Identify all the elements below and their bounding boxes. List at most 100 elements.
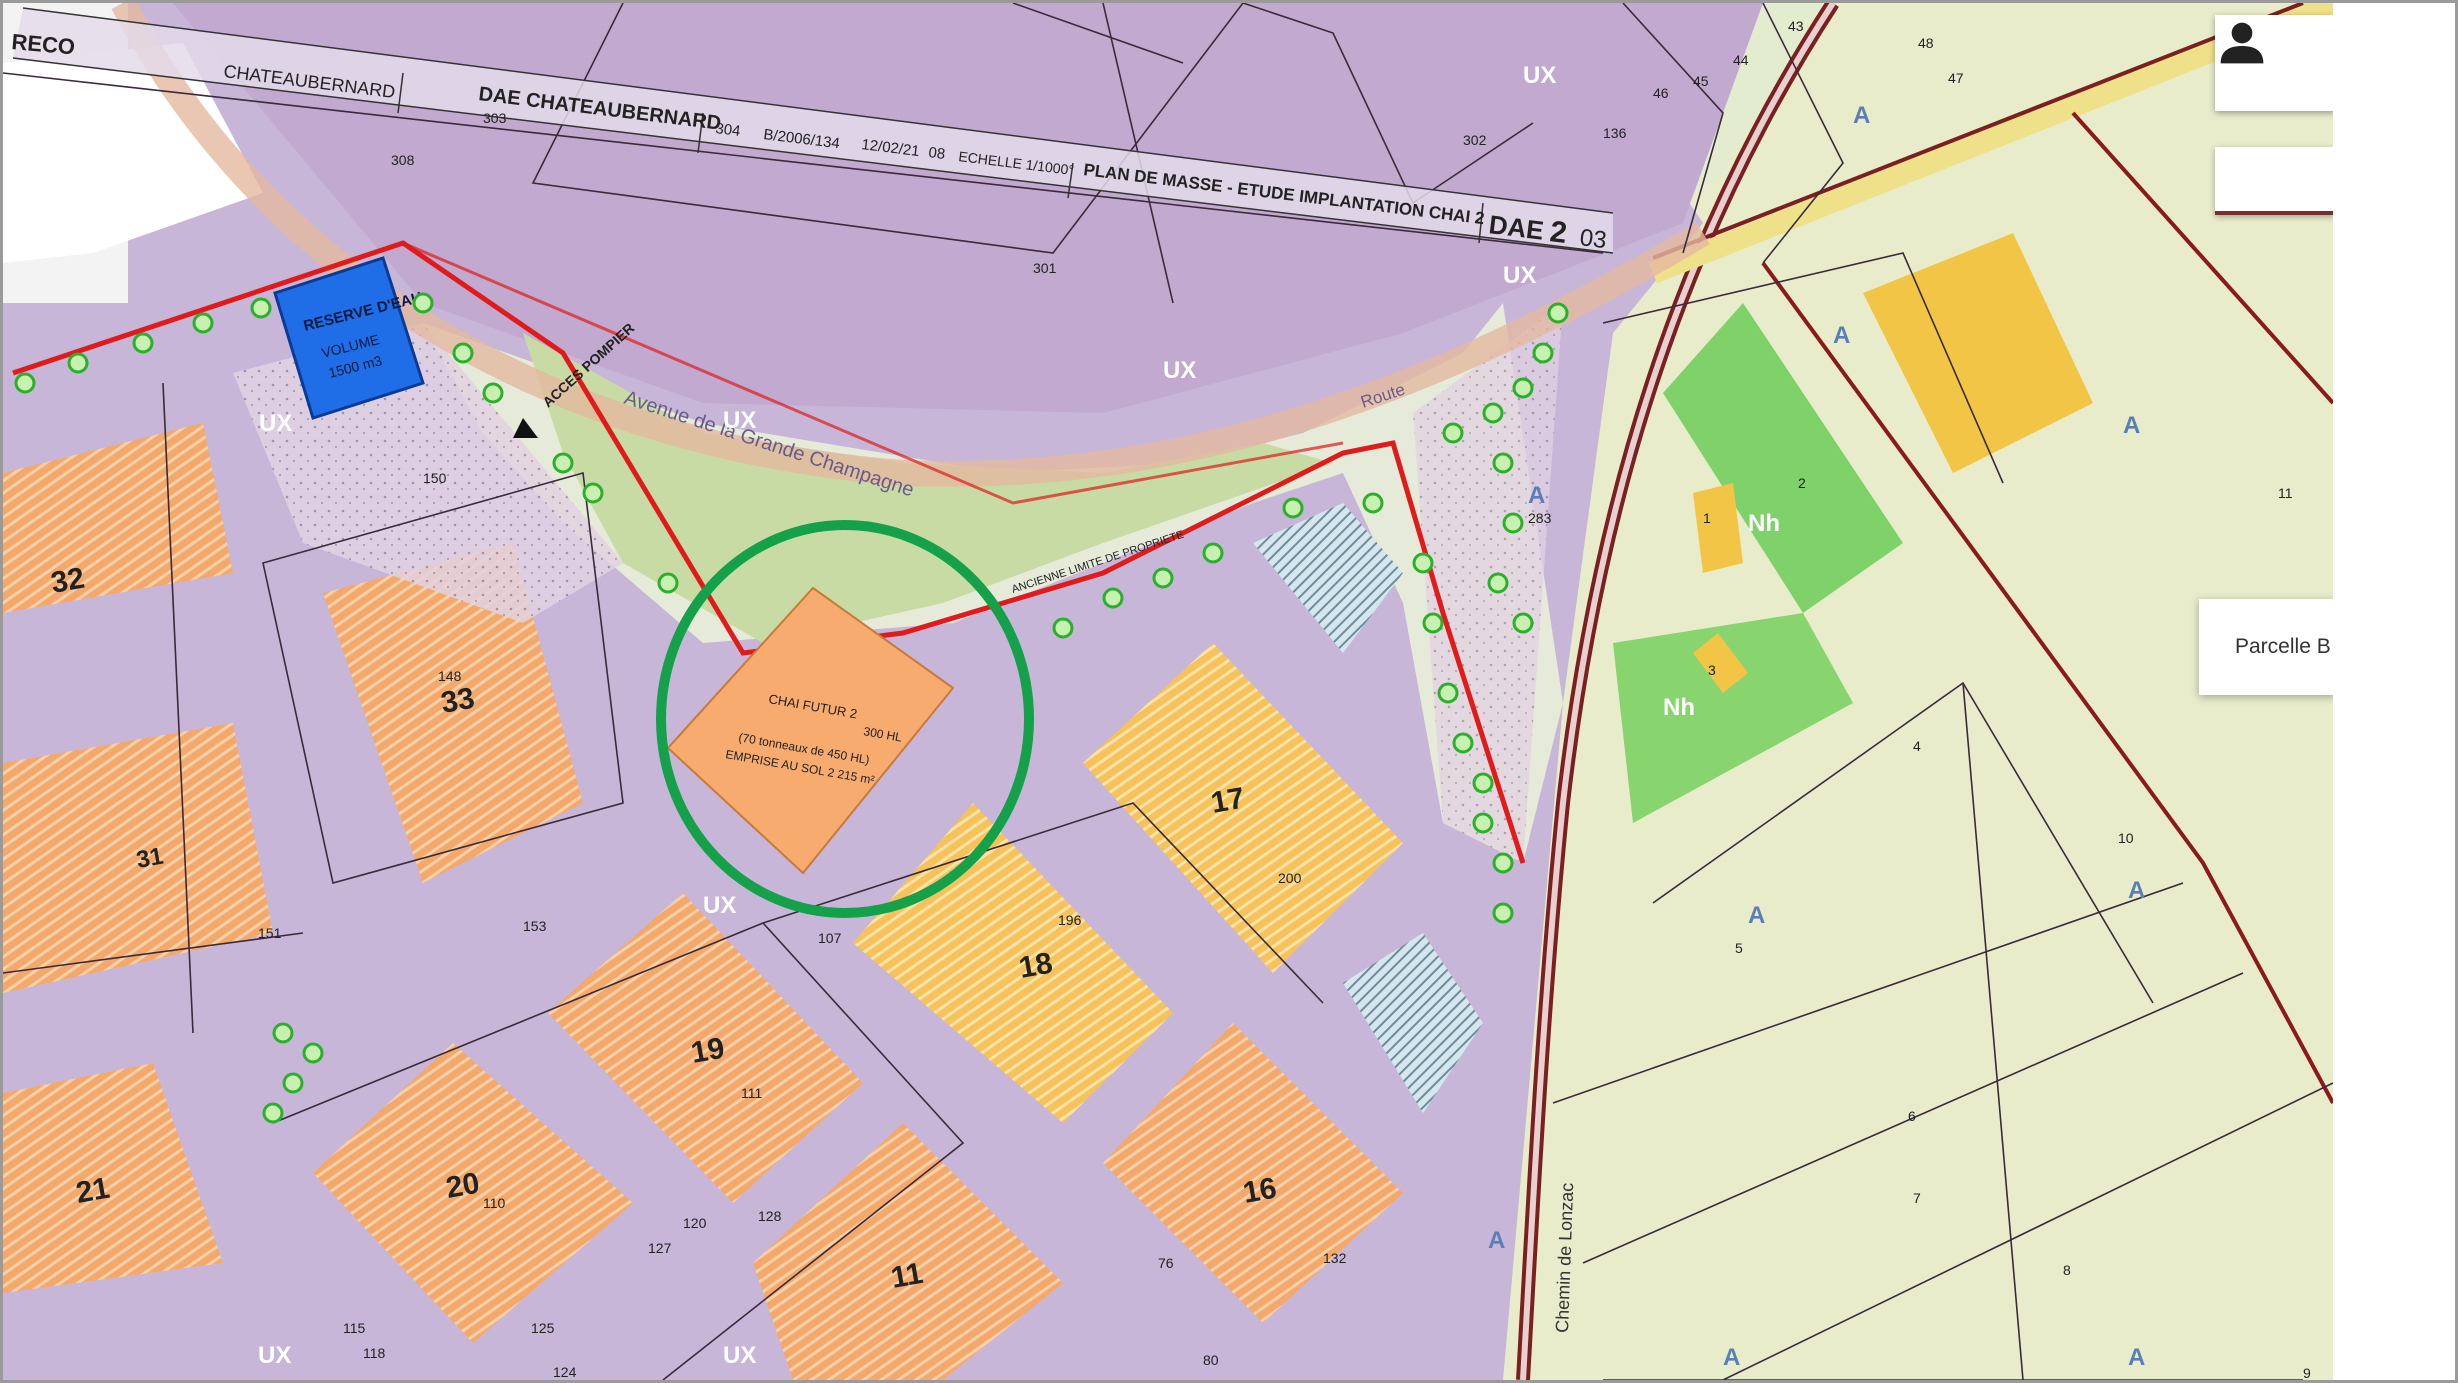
zone-ux-8: UX bbox=[723, 1342, 756, 1369]
zone-a-4: A bbox=[1528, 482, 1545, 509]
svg-text:128: 128 bbox=[758, 1208, 782, 1224]
zone-ux-1: UX bbox=[1523, 62, 1556, 89]
lot-21 bbox=[3, 1063, 223, 1293]
zone-a-1: A bbox=[1853, 102, 1870, 129]
svg-text:110: 110 bbox=[483, 1195, 506, 1211]
zone-ux-6: UX bbox=[703, 892, 736, 919]
doc-code: DAE bbox=[1487, 209, 1545, 245]
zone-a-5: A bbox=[1748, 902, 1765, 929]
lot-label-17: 17 bbox=[1208, 782, 1247, 820]
reserve-eau-tank bbox=[273, 256, 425, 420]
svg-text:150: 150 bbox=[423, 470, 447, 486]
svg-text:7: 7 bbox=[1913, 1190, 1921, 1206]
svg-text:48: 48 bbox=[1918, 35, 1934, 51]
svg-text:301: 301 bbox=[1033, 260, 1057, 276]
svg-text:6: 6 bbox=[1908, 1108, 1916, 1124]
lot-20 bbox=[313, 1043, 633, 1343]
zone-a-7: A bbox=[1488, 1227, 1505, 1254]
svg-text:5: 5 bbox=[1735, 940, 1743, 956]
lot-17 bbox=[1083, 643, 1403, 973]
svg-text:125: 125 bbox=[531, 1320, 555, 1336]
svg-text:127: 127 bbox=[648, 1240, 672, 1256]
side-panel-header[interactable] bbox=[2215, 147, 2333, 215]
svg-text:9: 9 bbox=[2303, 1365, 2311, 1380]
lot-label-16: 16 bbox=[1240, 1172, 1279, 1210]
parcel-popup-label: Parcelle B bbox=[2235, 635, 2331, 658]
zone-ux-4: UX bbox=[259, 410, 292, 437]
svg-text:4: 4 bbox=[1913, 738, 1921, 754]
highlight-circle bbox=[656, 520, 1034, 918]
svg-text:153: 153 bbox=[523, 918, 547, 934]
zone-nh-1: Nh bbox=[1748, 510, 1780, 537]
map-viewport[interactable]: RECO CHATEAUBERNARD DAE CHATEAUBERNARD 3… bbox=[3, 3, 2333, 1380]
zone-labels: UX UX UX UX UX UX UX UX bbox=[258, 62, 1556, 1369]
lot-19 bbox=[548, 893, 863, 1203]
svg-text:111: 111 bbox=[741, 1085, 762, 1101]
ref-number: 304 bbox=[715, 120, 742, 140]
svg-text:2: 2 bbox=[1798, 475, 1806, 491]
lot-11 bbox=[753, 1123, 1063, 1380]
svg-text:303: 303 bbox=[483, 110, 507, 126]
zone-boundary-east-2 bbox=[2071, 111, 2333, 405]
nh-zone-1 bbox=[1663, 303, 1903, 613]
zone-ux-2: UX bbox=[1503, 262, 1536, 289]
doc-number: 2 bbox=[1548, 215, 1569, 250]
tree-symbols bbox=[14, 292, 1569, 1124]
lot-label-18: 18 bbox=[1016, 947, 1055, 985]
building-nh-2 bbox=[1693, 633, 1748, 693]
lot-label-11: 11 bbox=[888, 1257, 925, 1295]
svg-text:1: 1 bbox=[1703, 510, 1711, 526]
svg-text:136: 136 bbox=[1603, 125, 1627, 141]
lot-32 bbox=[3, 423, 233, 613]
svg-text:151: 151 bbox=[258, 925, 282, 941]
svg-text:10: 10 bbox=[2118, 830, 2134, 846]
building-nh-1 bbox=[1693, 483, 1743, 573]
white-building-nw bbox=[3, 43, 263, 263]
property-boundary bbox=[12, 240, 1526, 864]
svg-text:46: 46 bbox=[1653, 85, 1669, 101]
zone-nh-labels: Nh Nh bbox=[1663, 510, 1780, 721]
svg-text:283: 283 bbox=[1528, 510, 1552, 526]
svg-text:196: 196 bbox=[1058, 912, 1082, 928]
zone-ux-5: UX bbox=[723, 407, 756, 434]
plan-title-block bbox=[12, 7, 1614, 254]
zone-a-3: A bbox=[2123, 412, 2140, 439]
svg-text:148: 148 bbox=[438, 668, 462, 684]
zone-a-8: A bbox=[1723, 1344, 1740, 1371]
svg-text:8: 8 bbox=[2063, 1262, 2071, 1278]
plan-date: 12/02/21 bbox=[861, 136, 921, 160]
zone-boundary-east bbox=[1761, 261, 2333, 1104]
svg-text:124: 124 bbox=[553, 1364, 577, 1380]
zone-ux-3: UX bbox=[1163, 357, 1196, 384]
svg-text:43: 43 bbox=[1788, 18, 1804, 34]
lot-16 bbox=[1103, 1023, 1403, 1323]
zone-a-labels: A A A A A A A A A bbox=[1488, 102, 2145, 1371]
svg-text:44: 44 bbox=[1733, 52, 1749, 68]
parcel-popup[interactable]: Parcelle B bbox=[2199, 599, 2333, 695]
doc-index: 03 bbox=[1578, 224, 1608, 254]
chai-futur-2 bbox=[666, 586, 955, 875]
railway-inner bbox=[1520, 3, 1836, 1380]
svg-text:76: 76 bbox=[1158, 1255, 1174, 1271]
parcel-number-labels: 301 302 303 308 150 148 153 151 107 120 … bbox=[258, 18, 2311, 1380]
lot-label-31: 31 bbox=[134, 843, 165, 874]
svg-text:115: 115 bbox=[343, 1320, 366, 1336]
user-account-button[interactable] bbox=[2215, 15, 2333, 111]
user-icon bbox=[2220, 22, 2264, 64]
property-boundary-2 bbox=[402, 241, 1344, 505]
cadastral-map[interactable]: RECO CHATEAUBERNARD DAE CHATEAUBERNARD 3… bbox=[3, 3, 2333, 1380]
svg-text:132: 132 bbox=[1323, 1250, 1347, 1266]
zone-ux-7: UX bbox=[258, 1342, 291, 1369]
svg-text:120: 120 bbox=[683, 1215, 707, 1231]
svg-text:107: 107 bbox=[818, 930, 842, 946]
lot-label-19: 19 bbox=[688, 1032, 727, 1070]
svg-text:302: 302 bbox=[1463, 132, 1487, 148]
lot-label-20: 20 bbox=[443, 1167, 482, 1205]
lot-18 bbox=[853, 803, 1173, 1123]
road-avenue bbox=[111, 3, 1710, 487]
lot-number-labels: 32 33 31 21 20 19 18 17 16 11 bbox=[48, 562, 1279, 1295]
svg-text:47: 47 bbox=[1948, 70, 1964, 86]
svg-text:45: 45 bbox=[1693, 73, 1709, 89]
nh-zone-2 bbox=[1613, 613, 1853, 823]
